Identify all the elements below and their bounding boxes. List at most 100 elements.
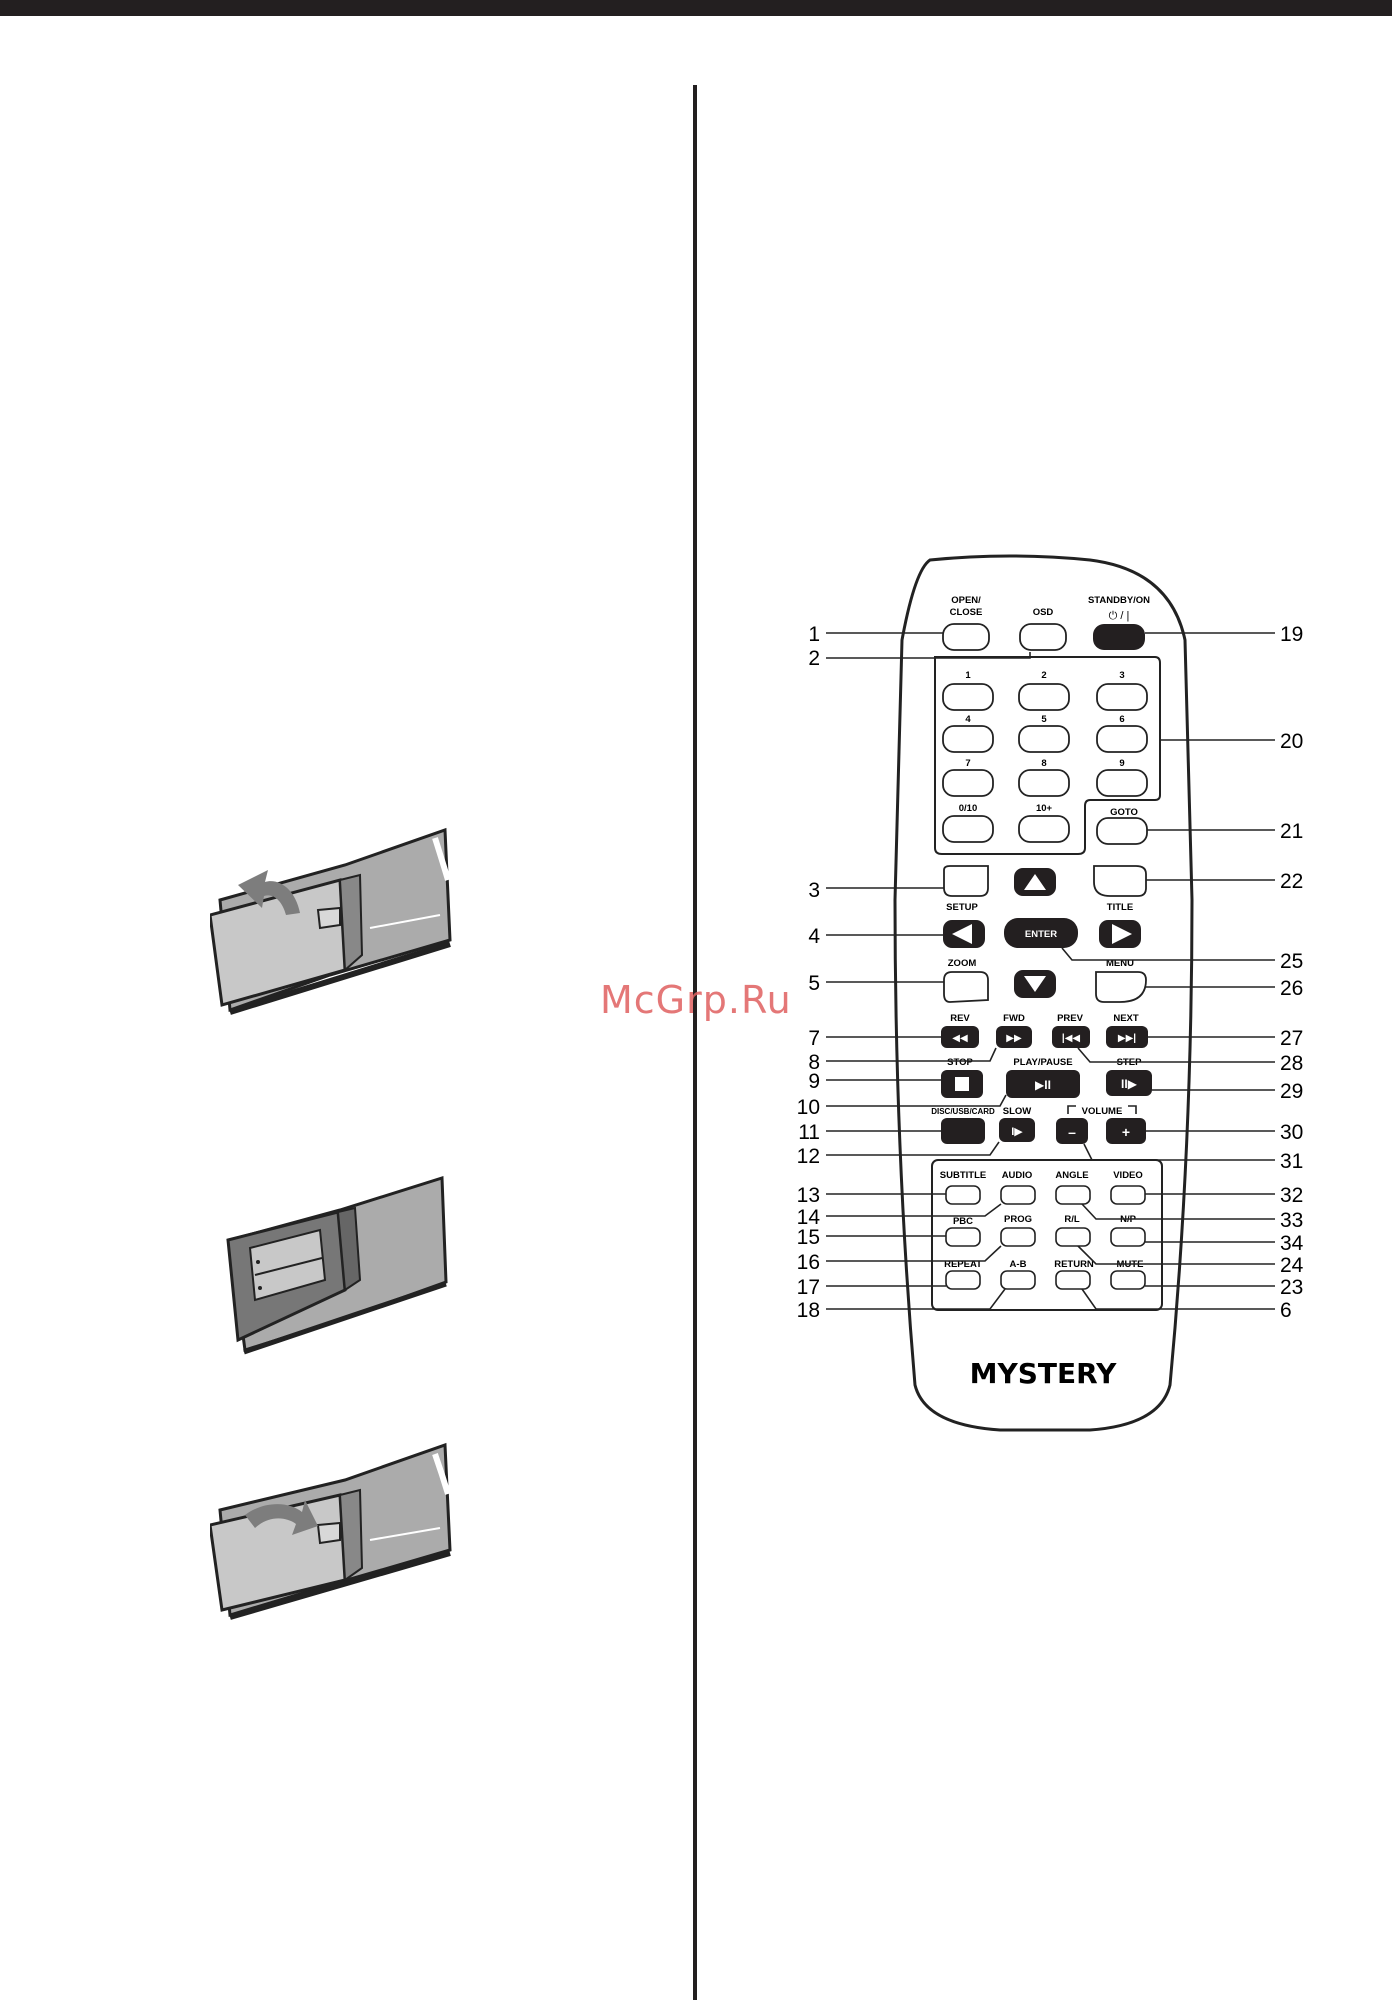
top-bar	[0, 0, 1392, 16]
svg-text:17: 17	[797, 1276, 820, 1299]
digit-6-label: 6	[1119, 714, 1124, 725]
zoom-button[interactable]	[943, 971, 989, 1003]
ab-label: A-B	[1010, 1259, 1027, 1270]
plus-icon: +	[1122, 1124, 1130, 1140]
enter-button[interactable]	[1004, 918, 1078, 948]
digit-8-label: 8	[1041, 758, 1046, 769]
svg-text:9: 9	[808, 1070, 820, 1093]
angle-button[interactable]	[1055, 1185, 1091, 1205]
fwd-button[interactable]	[996, 1026, 1032, 1048]
digit-2-button[interactable]	[1018, 683, 1070, 711]
svg-text:15: 15	[797, 1226, 820, 1249]
svg-text:31: 31	[1280, 1150, 1303, 1173]
play-pause-button[interactable]	[1006, 1070, 1080, 1098]
next-button[interactable]	[1106, 1026, 1148, 1048]
step-icon: II▶	[1121, 1077, 1138, 1091]
setup-label: SETUP	[946, 902, 978, 913]
menu-button[interactable]	[1095, 971, 1147, 1003]
svg-text:8: 8	[808, 1051, 820, 1074]
osd-button[interactable]	[1019, 623, 1067, 651]
zoom-label: ZOOM	[948, 958, 977, 969]
remote-control-diagram: OPEN/ CLOSE OSD STANDBY/ON ⏻ / | 1 2 3 4…	[797, 554, 1304, 1432]
rev-icon: ◀◀	[952, 1033, 968, 1044]
svg-text:3: 3	[808, 879, 820, 902]
volume-up-button[interactable]	[1106, 1118, 1146, 1144]
svg-text:20: 20	[1280, 730, 1303, 753]
left-arrow-icon	[952, 924, 972, 944]
number-group	[934, 656, 1161, 855]
digit-1-label: 1	[965, 670, 971, 681]
svg-text:26: 26	[1280, 977, 1303, 1000]
disc-usb-card-button[interactable]	[941, 1118, 985, 1144]
title-button[interactable]	[1093, 865, 1147, 897]
digit-6-button[interactable]	[1096, 725, 1148, 753]
digit-5-button[interactable]	[1018, 725, 1070, 753]
mute-button[interactable]	[1110, 1270, 1146, 1290]
function-group	[931, 1159, 1163, 1311]
np-button[interactable]	[1110, 1227, 1146, 1247]
digit-7-label: 7	[965, 758, 970, 769]
next-icon: ▶▶|	[1118, 1033, 1136, 1044]
digit-8-button[interactable]	[1018, 769, 1070, 797]
standby-button[interactable]	[1093, 624, 1145, 650]
repeat-button[interactable]	[945, 1270, 981, 1290]
open-close-button[interactable]	[942, 623, 990, 651]
digit-0-button[interactable]	[942, 815, 994, 843]
enter-label: ENTER	[1025, 929, 1057, 940]
subtitle-label: SUBTITLE	[940, 1170, 986, 1181]
prog-button[interactable]	[1000, 1227, 1036, 1247]
fwd-label: FWD	[1003, 1013, 1025, 1024]
step-button[interactable]	[1106, 1070, 1152, 1096]
goto-label: GOTO	[1110, 807, 1138, 818]
digit-4-label: 4	[965, 714, 971, 725]
slow-icon: I▶	[1011, 1126, 1023, 1138]
svg-text:2: 2	[808, 647, 820, 670]
play-pause-label: PLAY/PAUSE	[1013, 1057, 1072, 1068]
digit-7-button[interactable]	[942, 769, 994, 797]
svg-text:25: 25	[1280, 950, 1303, 973]
return-label: RETURN	[1054, 1259, 1094, 1270]
svg-text:14: 14	[797, 1206, 821, 1229]
setup-button[interactable]	[943, 865, 989, 897]
digit-3-button[interactable]	[1096, 683, 1148, 711]
rl-button[interactable]	[1055, 1227, 1091, 1247]
standby-symbol: ⏻ / |	[1109, 610, 1130, 622]
title-label: TITLE	[1107, 902, 1133, 913]
prev-button[interactable]	[1052, 1026, 1090, 1048]
standby-label: STANDBY/ON	[1088, 595, 1150, 606]
svg-text:11: 11	[798, 1121, 820, 1144]
prev-icon: |◀◀	[1062, 1033, 1080, 1044]
menu-label: MENU	[1106, 958, 1134, 969]
digit-4-button[interactable]	[942, 725, 994, 753]
rev-button[interactable]	[941, 1026, 979, 1048]
svg-text:5: 5	[808, 972, 820, 995]
rl-label: R/L	[1064, 1214, 1080, 1225]
watermark: McGrp.Ru	[600, 978, 792, 1022]
return-button[interactable]	[1055, 1270, 1091, 1290]
ab-button[interactable]	[1000, 1270, 1036, 1290]
svg-text:32: 32	[1280, 1184, 1303, 1207]
battery-cover-close-illustration	[210, 1442, 452, 1620]
volume-down-button[interactable]	[1056, 1118, 1088, 1144]
battery-cover-open-illustration	[210, 827, 452, 1015]
slow-button[interactable]	[999, 1118, 1035, 1142]
digit-10plus-button[interactable]	[1018, 815, 1070, 843]
video-button[interactable]	[1110, 1185, 1146, 1205]
subtitle-button[interactable]	[945, 1185, 981, 1205]
open-close-label-2: CLOSE	[950, 607, 983, 618]
goto-button[interactable]	[1096, 817, 1148, 845]
svg-text:29: 29	[1280, 1080, 1303, 1103]
svg-text:19: 19	[1280, 623, 1303, 646]
down-arrow-icon	[1024, 976, 1046, 992]
digit-1-button[interactable]	[942, 683, 994, 711]
digit-3-label: 3	[1119, 670, 1124, 681]
audio-label: AUDIO	[1002, 1170, 1033, 1181]
digit-9-button[interactable]	[1096, 769, 1148, 797]
digit-2-label: 2	[1041, 670, 1046, 681]
audio-button[interactable]	[1000, 1185, 1036, 1205]
pbc-button[interactable]	[945, 1227, 981, 1247]
stop-icon	[955, 1077, 969, 1091]
left-callouts: 1 2 3 4 5 7 8 9 10 11 12 13 14 15 16 17 …	[797, 623, 821, 1322]
svg-text:34: 34	[1280, 1232, 1304, 1255]
pbc-label: PBC	[953, 1216, 973, 1227]
